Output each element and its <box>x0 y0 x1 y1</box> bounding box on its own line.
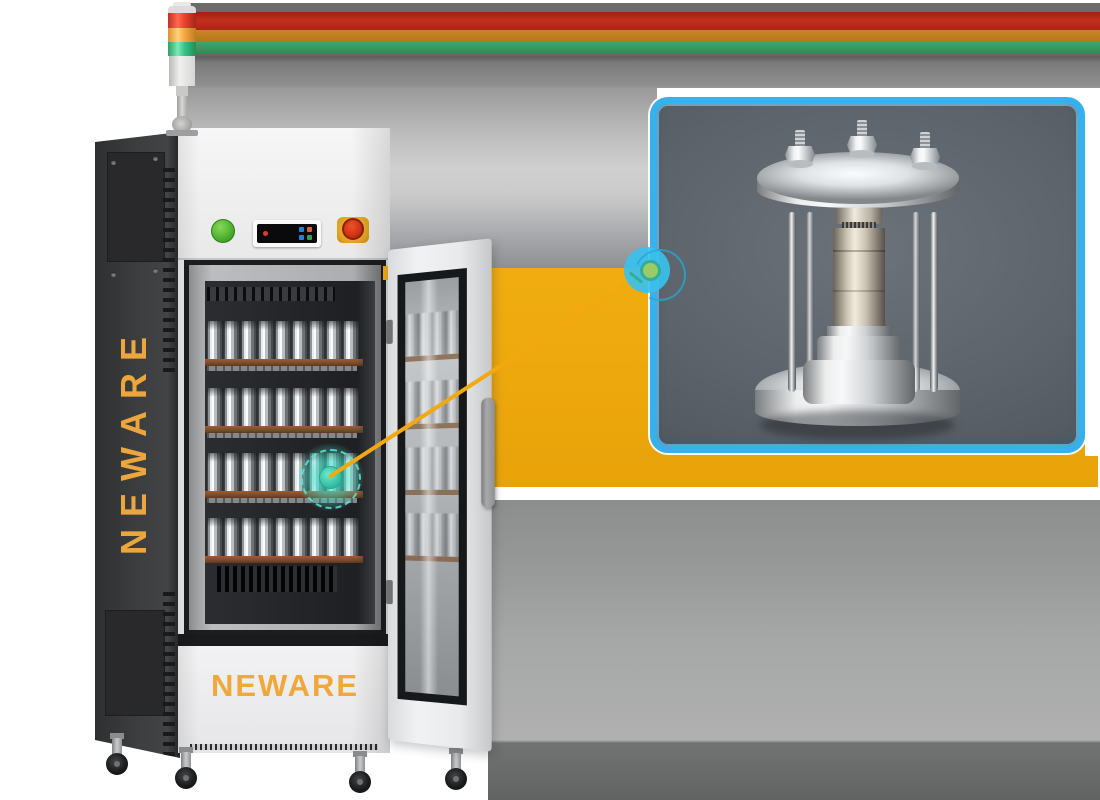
bolt-stud <box>857 120 867 140</box>
test-chamber <box>184 260 386 635</box>
cylinder-seam <box>833 290 885 292</box>
bolt-nut <box>847 136 877 154</box>
status-icon <box>307 227 312 232</box>
display-screen <box>257 224 317 243</box>
tower-mount <box>166 130 198 136</box>
chamber-frame <box>189 265 381 630</box>
cell-shelf-row <box>207 388 359 426</box>
cylinder-seam <box>833 250 885 252</box>
tower-pole <box>177 96 187 122</box>
power-button <box>211 219 235 243</box>
bolt-washer <box>849 150 875 158</box>
tower-light-green <box>168 42 196 56</box>
tower-light-red <box>168 13 196 28</box>
fixture-cylinder <box>833 228 885 330</box>
caster-wheel <box>442 748 470 794</box>
fixture-rod <box>912 212 920 392</box>
screw <box>111 272 116 277</box>
tower-light-amber <box>168 28 196 42</box>
fixture-shadow <box>760 410 955 440</box>
tower-cap-top <box>173 2 191 8</box>
side-inset-panel <box>107 152 165 262</box>
screw <box>153 156 158 161</box>
status-display <box>253 220 321 247</box>
screw <box>111 160 116 165</box>
caster-wheel <box>172 747 200 793</box>
shelf-edge <box>205 491 363 498</box>
fixture-rod <box>806 212 814 392</box>
cabinet-side-panel <box>95 132 180 758</box>
tower-joint <box>172 116 192 133</box>
door-hinge <box>386 579 393 605</box>
control-panel <box>178 128 390 260</box>
red-stripe <box>182 12 1100 30</box>
fixture-spacer <box>842 222 876 230</box>
bolt-washer <box>787 160 813 168</box>
chamber-interior <box>205 281 375 624</box>
power-indicator-light <box>263 231 268 236</box>
brand-front-label: NEWARE <box>210 668 360 703</box>
status-icon <box>299 227 304 232</box>
caster-wheel <box>103 733 131 779</box>
caster-wheel <box>346 751 374 797</box>
open-glass-door <box>386 238 495 752</box>
cabinet-front: NEWARE <box>178 128 390 753</box>
status-icon <box>299 235 304 240</box>
shelf-edge <box>205 556 363 563</box>
tower-neck <box>176 86 188 96</box>
top-gray-band <box>182 3 1100 88</box>
orange-stripe <box>182 30 1100 41</box>
bolt-washer <box>912 162 938 170</box>
fixture-lower-puck <box>803 360 915 404</box>
cabinet-lower-panel: NEWARE <box>178 646 390 753</box>
bolt-stud <box>795 130 805 150</box>
screw <box>153 268 158 273</box>
zoom-callout-box <box>650 97 1085 453</box>
shelf-rail <box>207 366 357 371</box>
connector-fins <box>207 287 335 301</box>
brand-side-label: NEWARE <box>113 325 154 556</box>
side-vents <box>163 592 175 758</box>
tower-body <box>169 56 195 86</box>
yellow-gap-sliver <box>383 266 392 280</box>
glass-reflection-streak <box>405 277 459 697</box>
emergency-stop-button <box>342 218 364 240</box>
fixture-adapter <box>836 208 882 224</box>
cell-shelf-row <box>207 518 359 556</box>
door-window-frame <box>397 267 467 706</box>
cell-shelf-row <box>207 321 359 359</box>
fixture-rod <box>788 212 796 392</box>
door-hinge <box>386 319 393 345</box>
bolt-nut <box>785 146 815 164</box>
shelf-edge <box>205 426 363 433</box>
front-vent-strip <box>190 744 378 750</box>
green-stripe <box>182 41 1100 54</box>
shelf-rail <box>207 433 357 438</box>
bolt-nut <box>910 148 940 166</box>
tower-cap <box>168 6 196 14</box>
door-glass <box>405 277 459 697</box>
zoom-target-dot <box>640 260 661 281</box>
bottom-gray-band <box>488 500 1100 800</box>
highlight-ring <box>301 449 361 509</box>
status-icon <box>307 235 312 240</box>
side-vents <box>163 168 175 378</box>
callout-right-margin <box>1085 90 1100 456</box>
shelf-edge <box>205 359 363 366</box>
bolt-stud <box>920 132 930 152</box>
door-handle <box>481 397 495 508</box>
chamber-vent-grille <box>217 566 337 592</box>
shelf-rail <box>207 498 357 503</box>
side-inset-panel <box>105 610 165 716</box>
fixture-rod <box>930 212 938 392</box>
cabinet-divider <box>178 634 390 646</box>
